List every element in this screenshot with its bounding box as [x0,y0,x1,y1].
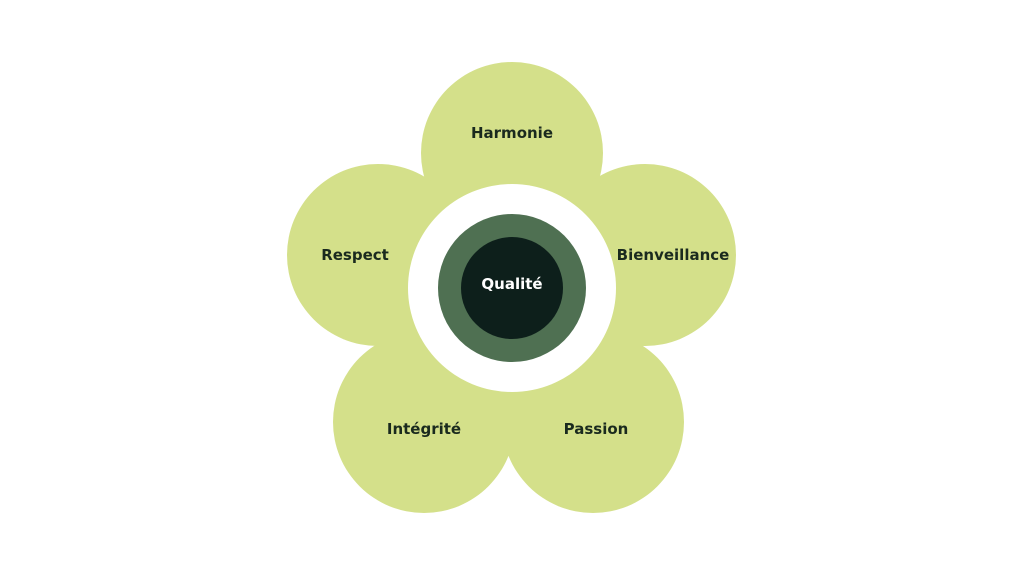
petal-label-bienveillance: Bienveillance [617,246,730,264]
petal-label-integrite: Intégrité [387,420,461,438]
center-core [461,237,563,339]
center-label-qualite: Qualité [481,275,542,293]
petal-label-passion: Passion [564,420,629,438]
petal-label-harmonie: Harmonie [471,124,553,142]
petal-label-respect: Respect [321,246,389,264]
